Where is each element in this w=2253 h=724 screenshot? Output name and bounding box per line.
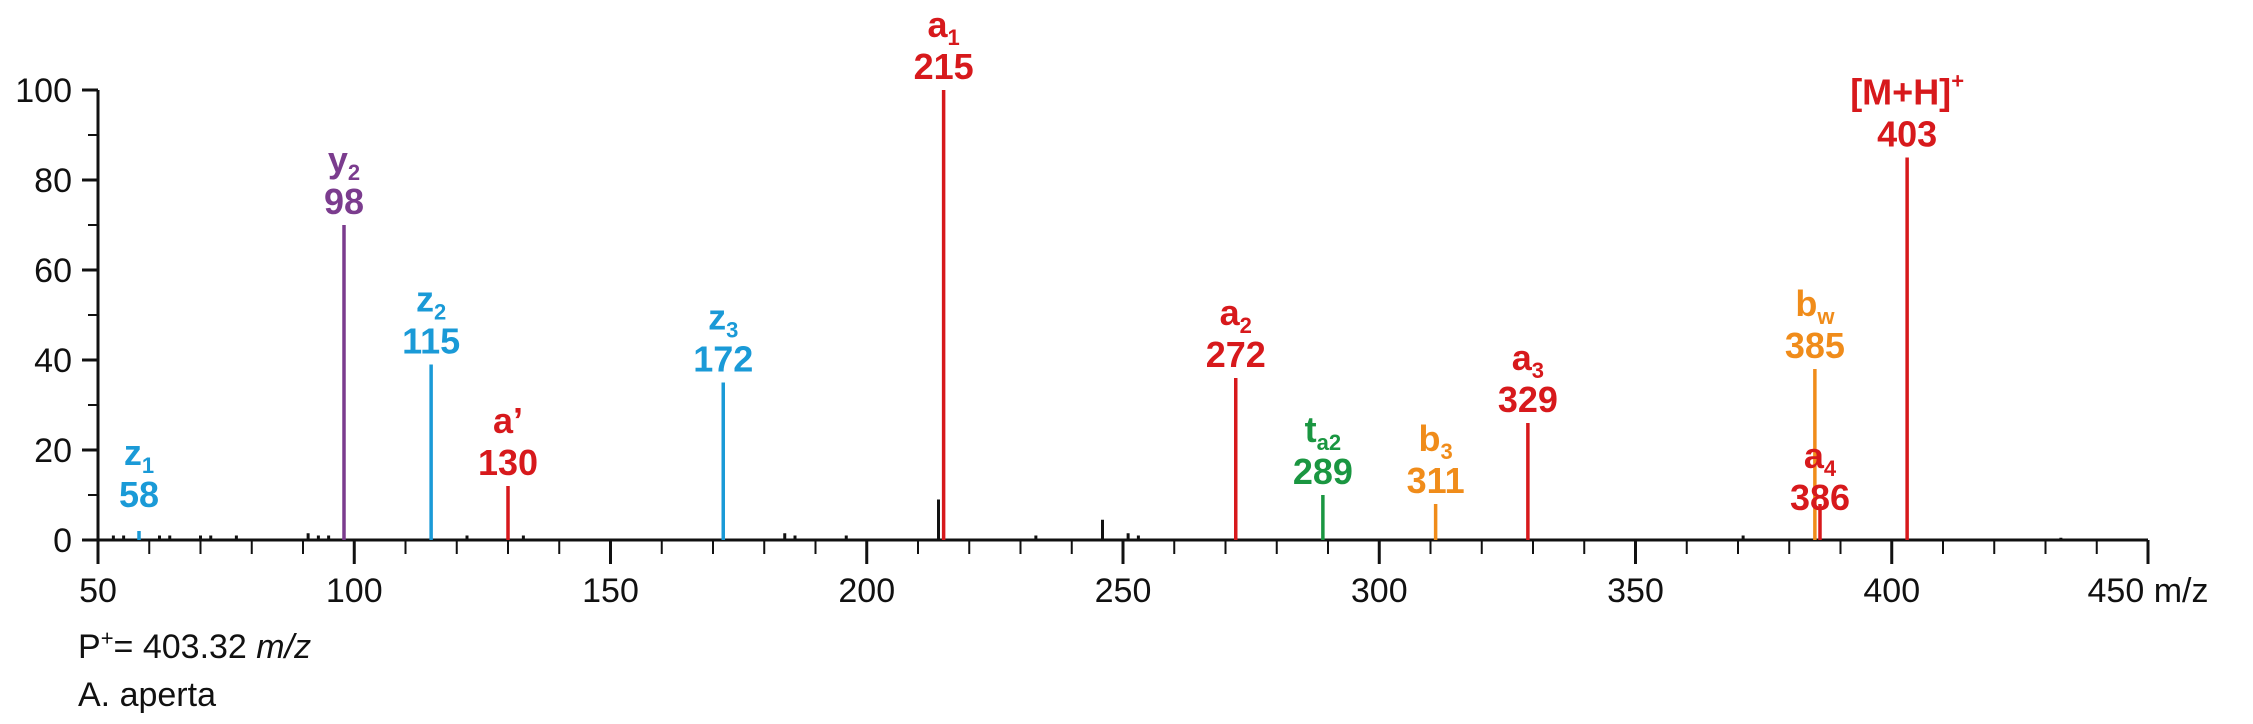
peak-mz-label: 172 xyxy=(693,339,753,380)
x-tick-label: 300 xyxy=(1351,572,1408,610)
peak-mz-label: 115 xyxy=(402,321,460,362)
peak-mz-label: 215 xyxy=(914,46,974,87)
y-tick-label: 100 xyxy=(15,72,72,110)
x-tick-label: 450 m/z xyxy=(2088,572,2209,610)
peak-ion-label: a3 xyxy=(1512,337,1544,383)
species-caption: A. aperta xyxy=(78,676,216,714)
peak-ion-label: z3 xyxy=(708,297,738,343)
peak-mz-label: 311 xyxy=(1407,460,1465,501)
peak-mz-label: 385 xyxy=(1785,325,1845,366)
peak-mz-label: 329 xyxy=(1498,379,1558,420)
peak-mz-label: 386 xyxy=(1790,477,1850,518)
minor-peaks-layer xyxy=(111,499,2063,540)
peak-ion-label: z2 xyxy=(416,279,446,325)
peak-mz-label: 403 xyxy=(1877,114,1937,155)
peak-ion-label: b3 xyxy=(1419,418,1453,464)
axes-layer: 50 100 150 200 250 300 350 400 450 m/z 0 20 40 60 80 1… xyxy=(15,72,2208,610)
peak-mz-label: 98 xyxy=(324,181,364,222)
peak-mz-label: 130 xyxy=(478,442,538,483)
x-tick-label: 100 xyxy=(326,572,383,610)
labeled-peaks-layer xyxy=(137,90,1909,540)
precursor-caption: P+= 403.32 m/z xyxy=(78,625,312,667)
peak-mz-label: 289 xyxy=(1293,451,1353,492)
precursor-value: = 403.32 xyxy=(113,628,257,666)
precursor-charge: + xyxy=(100,625,114,651)
x-tick-label: 400 xyxy=(1863,572,1920,610)
peak-ion-label: a1 xyxy=(927,4,959,50)
y-tick-label: 40 xyxy=(34,342,72,380)
precursor-symbol: P xyxy=(78,628,101,666)
y-tick-label: 20 xyxy=(34,432,72,470)
y-tick-label: 0 xyxy=(53,522,72,560)
peak-ion-label: [M+H]+ xyxy=(1850,69,1964,113)
peak-ion-label: y2 xyxy=(328,139,360,185)
peak-ion-label: a’ xyxy=(493,400,523,441)
peak-mz-label: 58 xyxy=(119,474,159,515)
peak-mz-label: 272 xyxy=(1206,334,1266,375)
precursor-unit: m/z xyxy=(256,628,312,666)
peak-ion-label: a2 xyxy=(1220,292,1252,338)
x-tick-label: 350 xyxy=(1607,572,1664,610)
peak-ion-label: ta2 xyxy=(1305,409,1341,455)
y-tick-label: 60 xyxy=(34,252,72,290)
x-tick-label: 50 xyxy=(79,572,117,610)
y-tick-label: 80 xyxy=(34,162,72,200)
peak-ion-label: z1 xyxy=(124,432,154,478)
x-tick-label: 150 xyxy=(582,572,639,610)
peak-ion-label: a4 xyxy=(1804,435,1837,481)
peak-ion-label: bw xyxy=(1795,283,1835,329)
x-tick-label: 200 xyxy=(838,572,895,610)
x-tick-label: 250 xyxy=(1095,572,1152,610)
